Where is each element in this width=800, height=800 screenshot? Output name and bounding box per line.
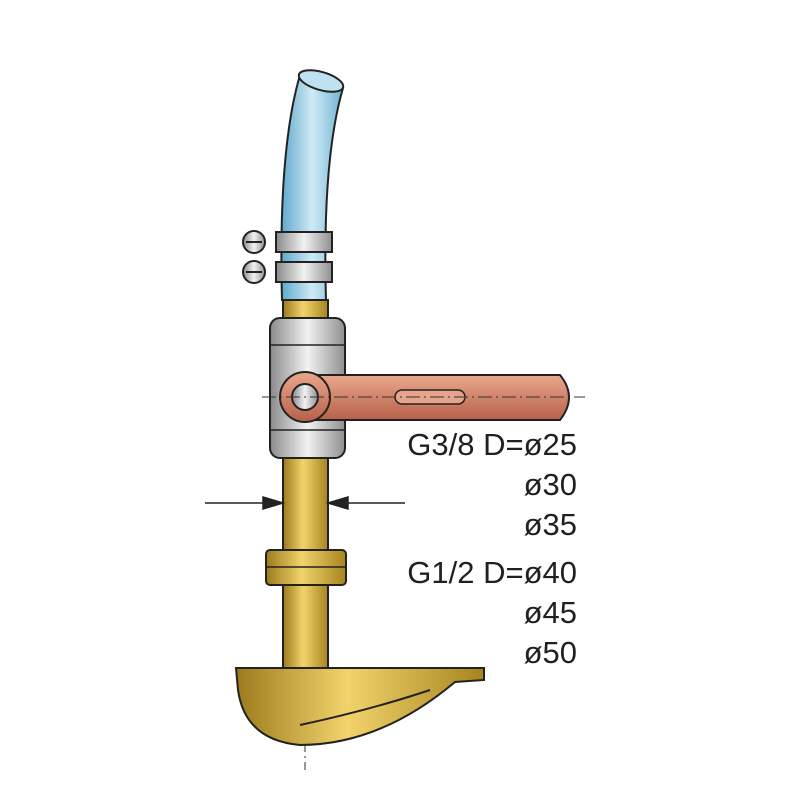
intake-scoop	[234, 667, 485, 747]
hose-clamps	[242, 230, 333, 284]
label-d50: ø50	[524, 635, 577, 670]
diameter-dimension	[205, 495, 405, 511]
label-d35: ø35	[524, 507, 577, 542]
label-g38: G3/8 D=ø25	[407, 427, 577, 462]
label-g12: G1/2 D=ø40	[407, 555, 577, 590]
label-d45: ø45	[524, 595, 577, 630]
label-d30: ø30	[524, 467, 577, 502]
hose-end	[297, 69, 345, 93]
